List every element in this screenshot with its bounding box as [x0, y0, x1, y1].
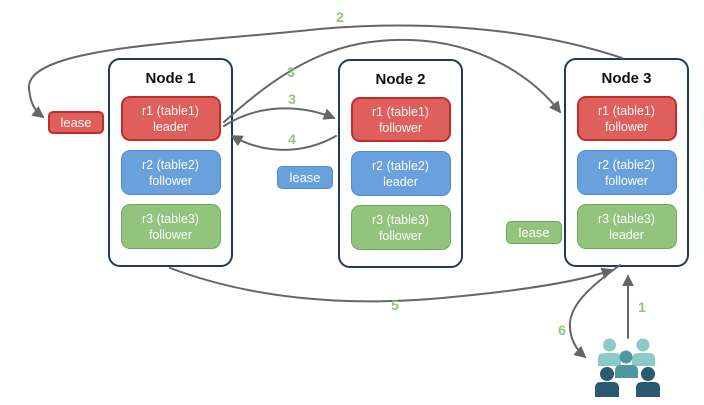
node-3-title: Node 3: [601, 70, 652, 87]
node-1-replica-r3: r3 (table3) follower: [120, 204, 221, 249]
step-label-4: 4: [288, 131, 296, 147]
replica-role: follower: [604, 173, 649, 188]
lease-badge-table3: lease: [506, 221, 562, 244]
replica-role: follower: [148, 227, 193, 242]
node-3-replica-r2: r2 (table2) follower: [576, 150, 677, 195]
node-2-replica-r3: r3 (table3) follower: [350, 205, 451, 250]
replica-role: follower: [378, 120, 423, 135]
replica-name: r1 (table1): [142, 103, 199, 118]
replica-role: follower: [378, 228, 423, 243]
arrow-step-4-node2-to-node1: [230, 135, 337, 151]
replica-name: r3 (table3): [598, 211, 655, 226]
step-label-1: 1: [638, 299, 646, 315]
users-group-icon: [595, 338, 660, 397]
replica-name: r3 (table3): [142, 211, 199, 226]
lease-badge-table2: lease: [277, 166, 333, 189]
node-2-replica-r2: r2 (table2) leader: [350, 151, 451, 196]
arrow-step-3-node1-to-node2: [223, 107, 336, 127]
replica-role: follower: [604, 119, 649, 134]
step-label-3b: 3: [288, 91, 296, 107]
replica-name: r3 (table3): [372, 212, 429, 227]
replica-role: follower: [148, 173, 193, 188]
step-label-5: 5: [391, 297, 399, 313]
step-label-3a: 3: [287, 64, 295, 80]
node-2-replica-r1: r1 (table1) follower: [350, 97, 451, 142]
replica-name: r1 (table1): [372, 104, 429, 119]
replica-name: r2 (table2): [372, 158, 429, 173]
replica-name: r2 (table2): [142, 157, 199, 172]
node-2-title: Node 2: [375, 71, 426, 88]
node-1-box: Node 1 r1 (table1) leader r2 (table2) fo…: [108, 58, 233, 267]
node-2-box: Node 2 r1 (table1) follower r2 (table2) …: [338, 59, 463, 268]
node-1-replica-r2: r2 (table2) follower: [120, 150, 221, 195]
node-3-box: Node 3 r1 (table1) follower r2 (table2) …: [564, 58, 689, 267]
node-3-replica-r1: r1 (table1) follower: [576, 96, 677, 141]
node-1-replica-r1: r1 (table1) leader: [120, 96, 221, 141]
step-label-2: 2: [336, 9, 344, 25]
step-label-6: 6: [558, 322, 566, 338]
replica-name: r2 (table2): [598, 157, 655, 172]
replica-role: leader: [383, 174, 418, 189]
node-3-replica-r3: r3 (table3) leader: [576, 204, 677, 249]
replica-role: leader: [609, 227, 644, 242]
replica-name: r1 (table1): [598, 103, 655, 118]
lease-badge-table1: lease: [48, 111, 104, 134]
node-1-title: Node 1: [145, 70, 196, 87]
replica-role: leader: [153, 119, 188, 134]
